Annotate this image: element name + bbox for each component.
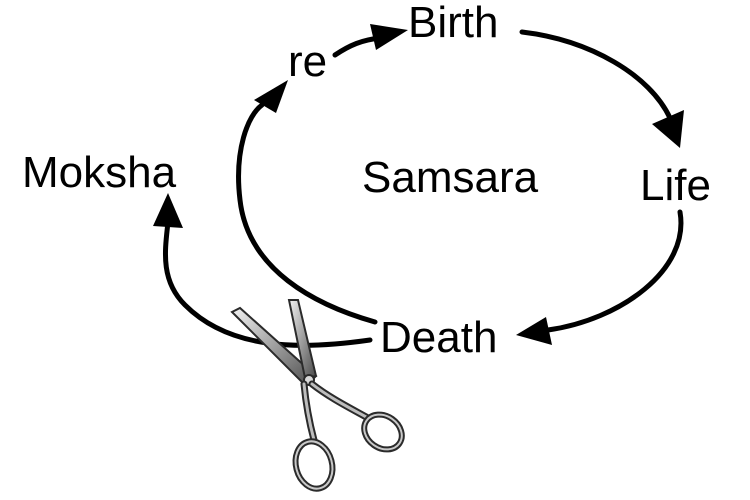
scissors-icon bbox=[230, 299, 405, 492]
arrow-re-to-birth bbox=[332, 35, 383, 58]
arrowhead-death bbox=[516, 317, 552, 345]
arrowhead-life bbox=[652, 110, 684, 148]
node-moksha-label: Moksha bbox=[22, 148, 177, 197]
arrowhead-re bbox=[254, 80, 288, 113]
arrow-life-to-death bbox=[545, 209, 684, 333]
center-samsara-label: Samsara bbox=[362, 153, 539, 202]
scissors-blade-right bbox=[287, 299, 318, 380]
node-birth-label: Birth bbox=[408, 0, 498, 47]
arrow-birth-to-life bbox=[519, 29, 673, 121]
node-life-label: Life bbox=[640, 161, 711, 210]
arrow-death-to-re bbox=[236, 102, 378, 325]
node-re-label: re bbox=[288, 37, 327, 86]
node-death-label: Death bbox=[380, 313, 497, 362]
arrowhead-moksha bbox=[153, 193, 183, 228]
arrowhead-birth bbox=[370, 24, 408, 50]
arrow-death-to-moksha bbox=[162, 219, 373, 348]
scissors-ring-lower bbox=[292, 438, 336, 492]
